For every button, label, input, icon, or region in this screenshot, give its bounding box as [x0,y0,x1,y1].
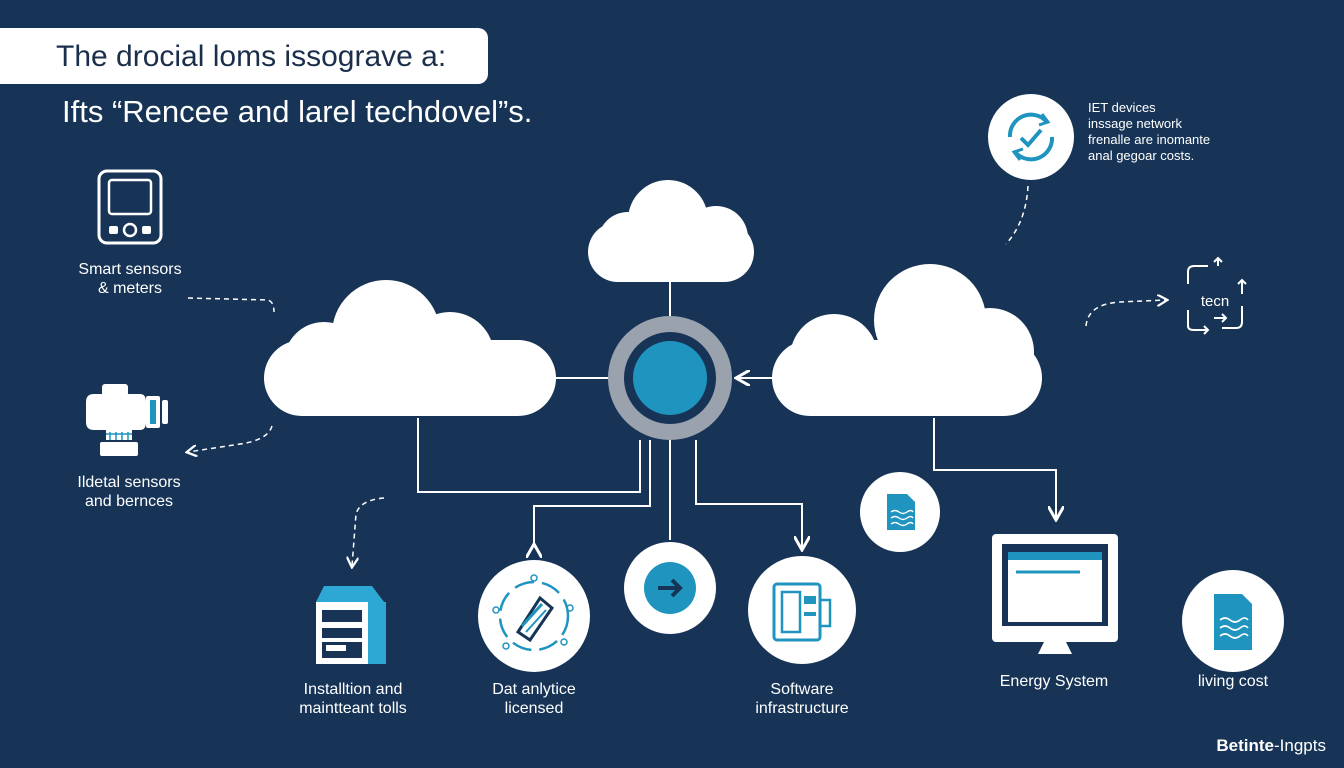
dashed-install [352,497,385,566]
sensor-device-icon [86,384,168,456]
page-title: The drocial loms issograve a: [56,40,447,73]
cloud-top [588,180,754,282]
software-server-icon [772,582,832,642]
smart-sensors-label: Smart sensors & meters [78,261,182,297]
cloud-left [264,280,556,416]
tech-text: tecn [1201,293,1229,310]
connector-energy [933,418,1056,518]
connector-software [695,440,802,548]
document-badge [860,472,940,552]
page-subtitle: Ifts “Rencee and larel techdovel”s. [62,94,533,129]
tech-cycle-icon: tecn [1187,256,1247,335]
brand-logo: Betinte-Ingpts [1216,736,1326,755]
dashed-note [1005,185,1029,245]
sync-check-icon [1007,112,1055,162]
dashed-smart [187,297,275,313]
energy-system-label: Energy System [999,673,1109,690]
cloud-right [772,264,1042,416]
software-badge [748,556,856,664]
devices-note: IET devices inssage network frenalle are… [1088,100,1211,163]
connector-install [417,418,641,493]
connector-data [534,440,651,546]
living-cost-badge [1182,570,1284,672]
dashed-ideal [188,425,273,452]
data-analytics-badge [478,560,590,672]
arrow-right-icon [644,562,696,614]
document-icon [887,494,915,530]
next-arrow-button[interactable] [624,542,716,634]
installation-building-icon [316,586,386,664]
living-cost-label: living cost [1197,673,1269,690]
dashed-tech [1085,300,1166,327]
living-cost-document-icon [1214,594,1252,650]
sync-badge [988,94,1074,180]
installation-label: Installtion and maintteant tolls [299,681,407,717]
data-analytics-label: Dat anlytice licensed [492,681,576,717]
smart-meter-icon [97,169,163,245]
ideal-sensors-label: Ildetal sensors and bernces [77,474,181,510]
title-banner: The drocial loms issograve a: [0,28,488,84]
software-label: Software infrastructure [755,681,849,717]
data-analytics-icon [492,574,574,652]
hub-node [608,316,732,440]
monitor-icon [992,534,1118,654]
